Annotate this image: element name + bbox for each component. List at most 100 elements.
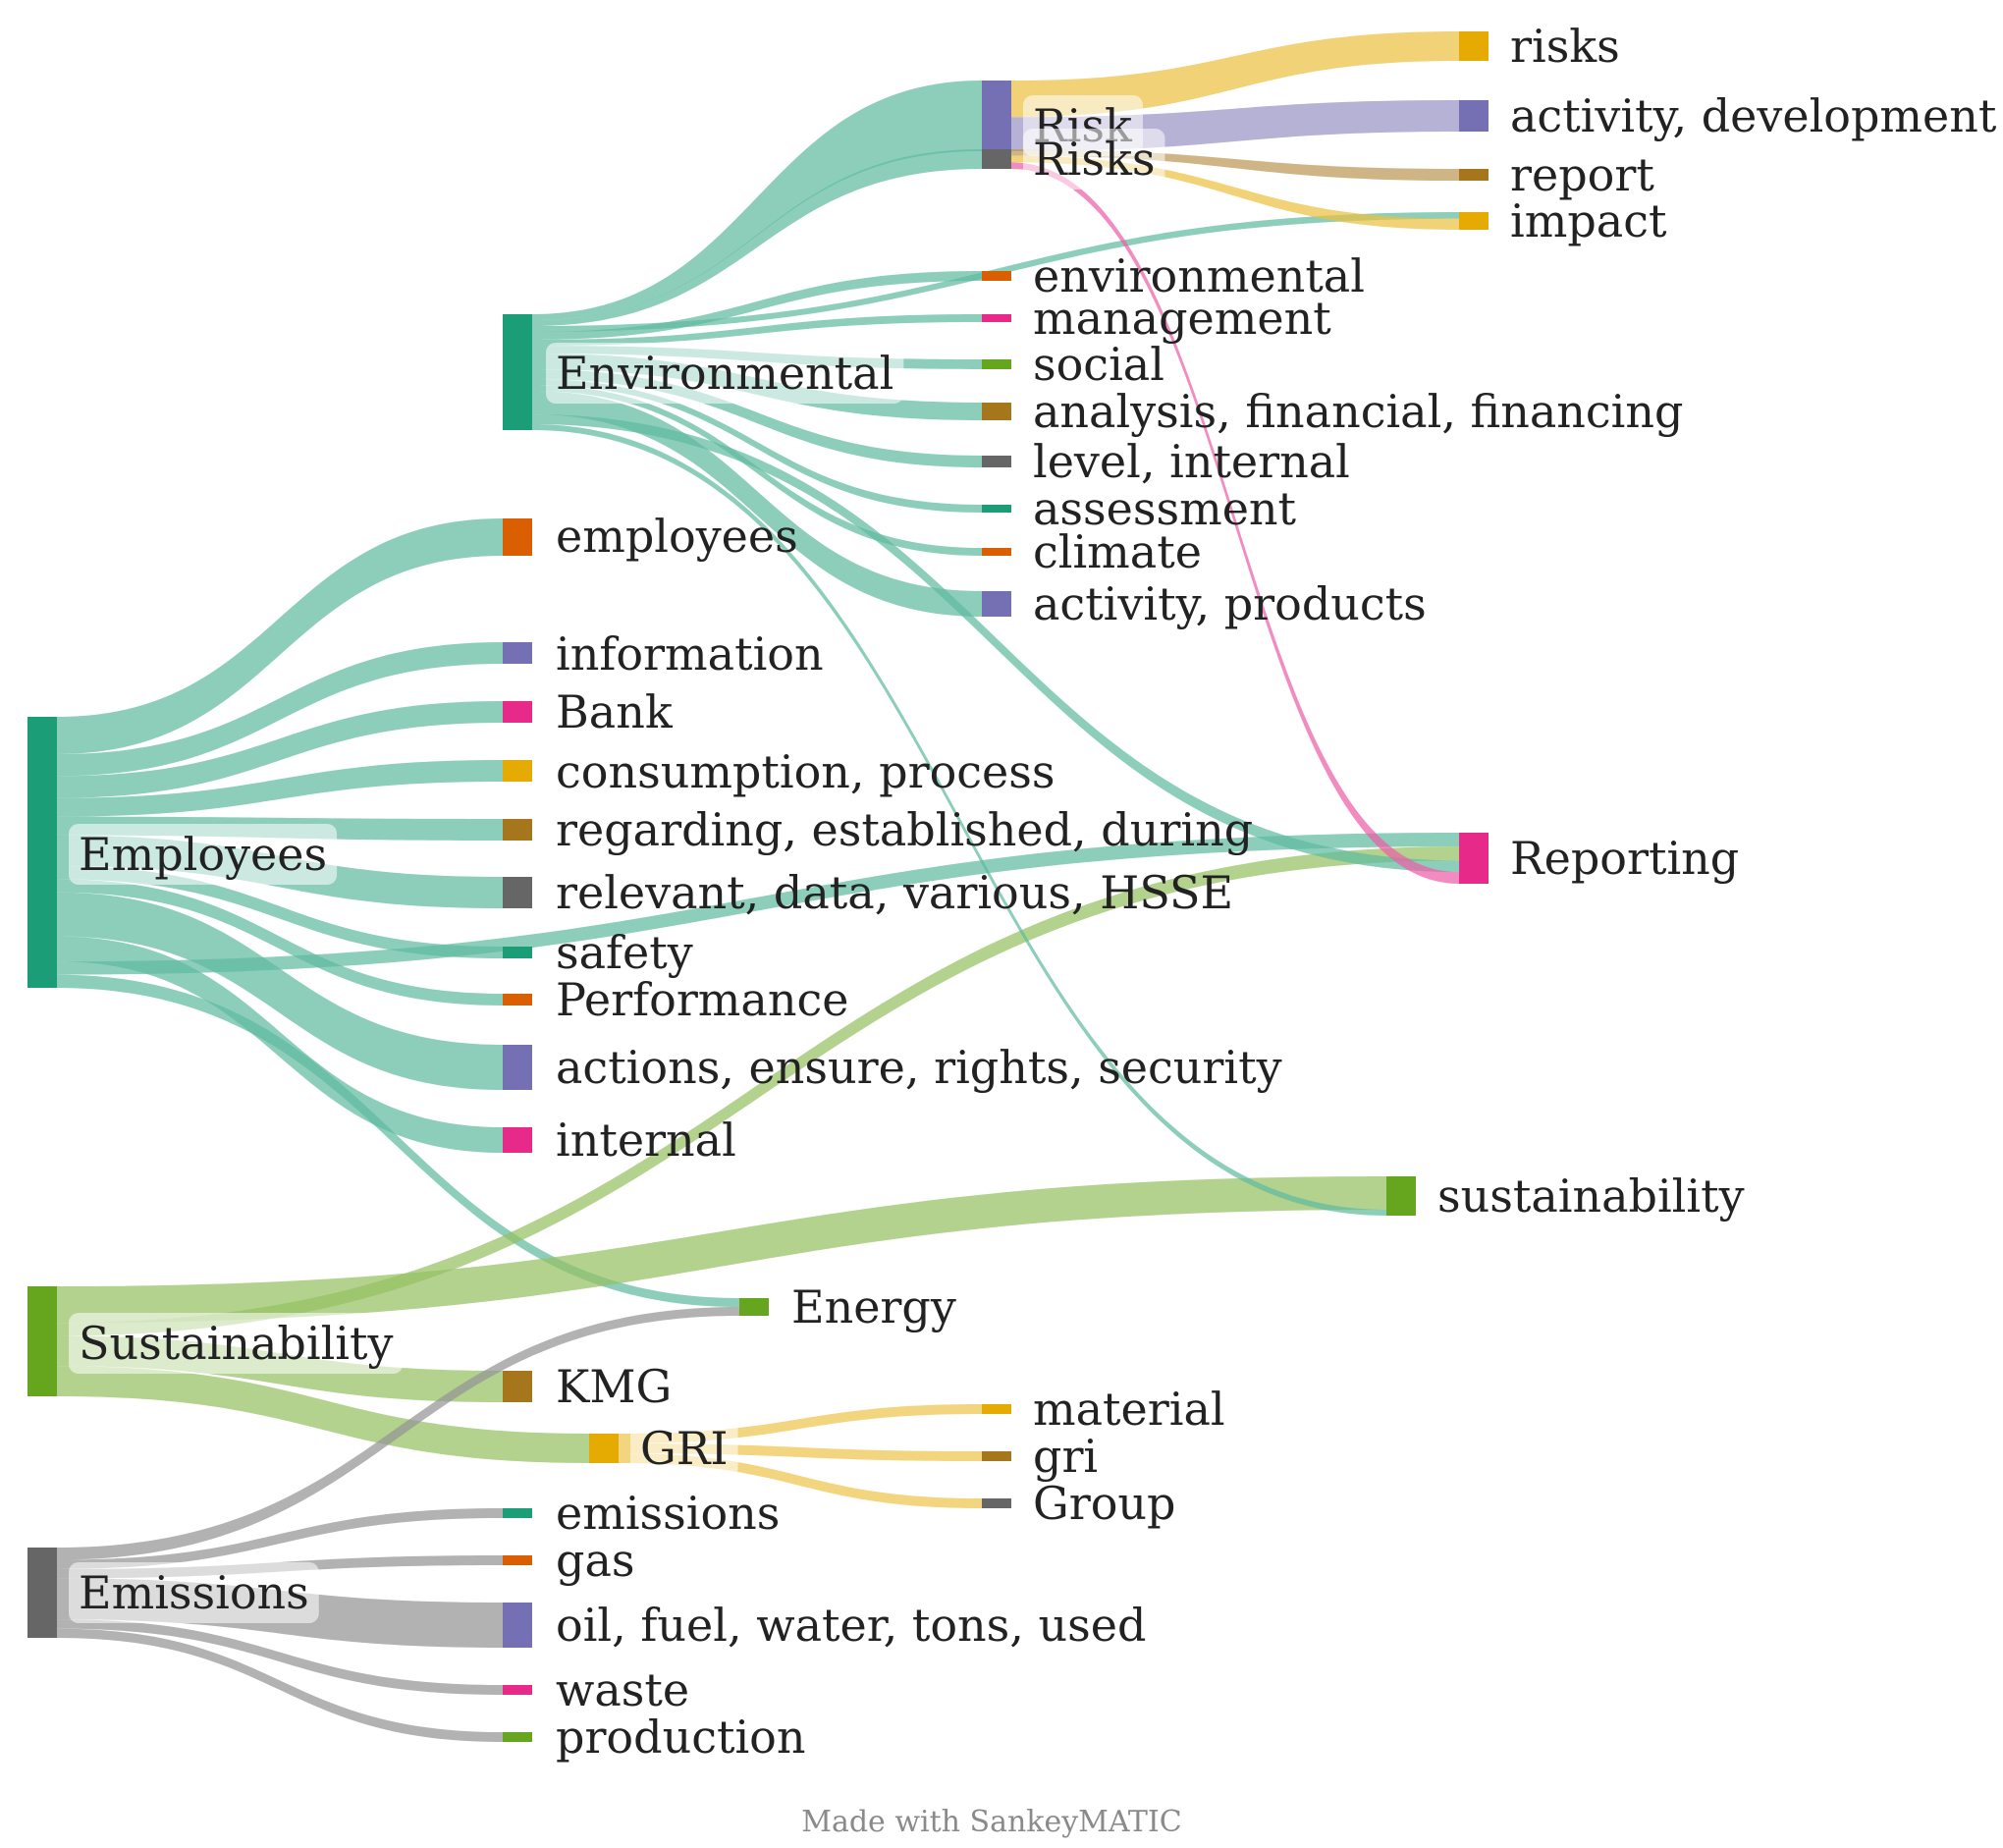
node-label-actions: actions, ensure, rights, security <box>556 1041 1282 1094</box>
label-halo-sustainability_src <box>69 1313 404 1374</box>
node-bar-safety <box>503 947 532 958</box>
node-label-management: management <box>1033 292 1331 345</box>
node-label-production: production <box>556 1711 805 1764</box>
flow-link-emissions_src-to-energy <box>57 1307 739 1560</box>
flow-link-employees_src-to-information <box>57 642 503 777</box>
node-label-risks_t: risks <box>1510 20 1620 73</box>
node-bar-activity_dev <box>1459 100 1489 132</box>
node-bar-gri <box>589 1434 619 1463</box>
node-bar-relevant <box>503 877 532 908</box>
flow-link-risks_mid-to-impact <box>1011 155 1459 230</box>
node-label-activity_products: activity, products <box>1033 577 1427 630</box>
node-bar-impact <box>1459 212 1489 230</box>
node-bar-level <box>982 456 1011 467</box>
flow-link-environmental-to-management <box>532 314 982 346</box>
flow-link-employees_src-to-consumption <box>57 760 503 817</box>
node-label-assessment: assessment <box>1033 482 1297 535</box>
node-bar-activity_products <box>982 591 1011 617</box>
flow-link-employees_src-to-reporting <box>57 833 1459 975</box>
node-bar-assessment <box>982 505 1011 513</box>
node-label-employees_tgt: employees <box>556 510 798 563</box>
node-label-material: material <box>1033 1383 1225 1436</box>
node-bar-sustainability_tgt <box>1386 1176 1416 1216</box>
node-bar-actions <box>503 1045 532 1090</box>
node-bar-emissions_t <box>503 1508 532 1518</box>
flow-link-environmental-to-climate <box>532 385 982 556</box>
node-label-gas: gas <box>556 1534 634 1587</box>
flow-link-sustainability_src-to-gri <box>57 1366 589 1463</box>
node-bar-sustainability_src <box>27 1286 57 1396</box>
flow-link-environmental-to-environmental_t <box>532 271 982 340</box>
flow-link-employees_src-to-employees_tgt <box>57 518 503 754</box>
node-labels: EmployeesSustainabilityEmissionsEnvironm… <box>69 20 1997 1764</box>
node-bar-emissions_src <box>27 1548 57 1638</box>
node-label-reporting: Reporting <box>1510 832 1739 885</box>
node-label-bank: Bank <box>556 685 674 738</box>
node-bar-material <box>982 1404 1011 1414</box>
node-bar-risks_mid <box>982 149 1011 169</box>
node-label-report: report <box>1510 148 1654 201</box>
node-bar-oil <box>503 1603 532 1648</box>
flow-link-environmental-to-reporting <box>532 414 1459 873</box>
node-label-analysis: analysis, financial, financing <box>1033 385 1683 438</box>
node-bar-bank <box>503 701 532 723</box>
flow-link-risks_mid-to-reporting <box>1011 162 1459 885</box>
node-label-impact: impact <box>1510 194 1667 247</box>
node-bar-risk <box>982 81 1011 151</box>
node-label-performance: Performance <box>556 973 848 1026</box>
node-label-kmg: KMG <box>556 1360 672 1413</box>
node-label-emissions_t: emissions <box>556 1487 780 1540</box>
node-bar-gri_t <box>982 1451 1011 1461</box>
node-bar-management <box>982 314 1011 322</box>
label-halo-risks_mid <box>1023 129 1165 190</box>
node-label-environmental: Environmental <box>556 347 893 400</box>
flow-link-sustainability_src-to-reporting <box>57 846 1459 1336</box>
node-bar-environmental_t <box>982 271 1011 281</box>
node-bar-production <box>503 1732 532 1742</box>
flow-link-employees_src-to-energy <box>57 974 739 1307</box>
node-label-consumption: consumption, process <box>556 745 1055 798</box>
node-bar-performance <box>503 994 532 1006</box>
flow-link-emissions_src-to-waste <box>57 1619 503 1695</box>
node-label-climate: climate <box>1033 525 1202 578</box>
node-label-energy: Energy <box>791 1280 956 1333</box>
label-halo-employees_src <box>69 824 338 885</box>
node-label-safety: safety <box>556 926 693 979</box>
node-bar-energy <box>739 1298 769 1316</box>
node-bar-internal <box>503 1127 532 1153</box>
node-label-relevant: relevant, data, various, HSSE <box>556 866 1233 919</box>
flow-link-environmental-to-activity_products <box>532 391 982 617</box>
flow-link-employees_src-to-bank <box>57 701 503 798</box>
node-bar-information <box>503 642 532 664</box>
node-label-employees_src: Employees <box>79 828 327 881</box>
node-label-waste: waste <box>556 1663 689 1716</box>
node-label-gri: GRI <box>640 1422 729 1475</box>
node-label-regarding: regarding, established, during <box>556 803 1253 856</box>
node-bar-waste <box>503 1685 532 1695</box>
node-bar-climate <box>982 548 1011 556</box>
node-label-gri_t: gri <box>1033 1430 1098 1483</box>
node-bars <box>27 31 1489 1742</box>
node-bar-report <box>1459 169 1489 181</box>
node-bar-regarding <box>503 819 532 841</box>
flow-link-employees_src-to-performance <box>57 879 503 1006</box>
label-halo-environmental <box>546 343 904 404</box>
label-halo-emissions_src <box>69 1562 319 1623</box>
flow-link-employees_src-to-actions <box>57 892 503 1090</box>
node-bar-group <box>982 1498 1011 1508</box>
node-label-social: social <box>1033 338 1164 391</box>
flow-link-environmental-to-sustainability_tgt <box>532 424 1386 1216</box>
node-label-risks_mid: Risks <box>1033 133 1155 186</box>
node-bar-consumption <box>503 760 532 782</box>
node-label-level: level, internal <box>1033 435 1350 488</box>
flow-link-employees_src-to-safety <box>57 865 503 958</box>
flow-link-environmental-to-risks_mid <box>532 149 982 326</box>
flow-link-environmental-to-level <box>532 369 982 467</box>
node-bar-social <box>982 359 1011 369</box>
footer-credit: Made with SankeyMATIC <box>801 1805 1181 1839</box>
node-bar-employees_tgt <box>503 518 532 556</box>
flow-link-emissions_src-to-emissions_t <box>57 1508 503 1569</box>
node-label-activity_dev: activity, development <box>1510 89 1997 142</box>
node-label-emissions_src: Emissions <box>79 1566 309 1619</box>
